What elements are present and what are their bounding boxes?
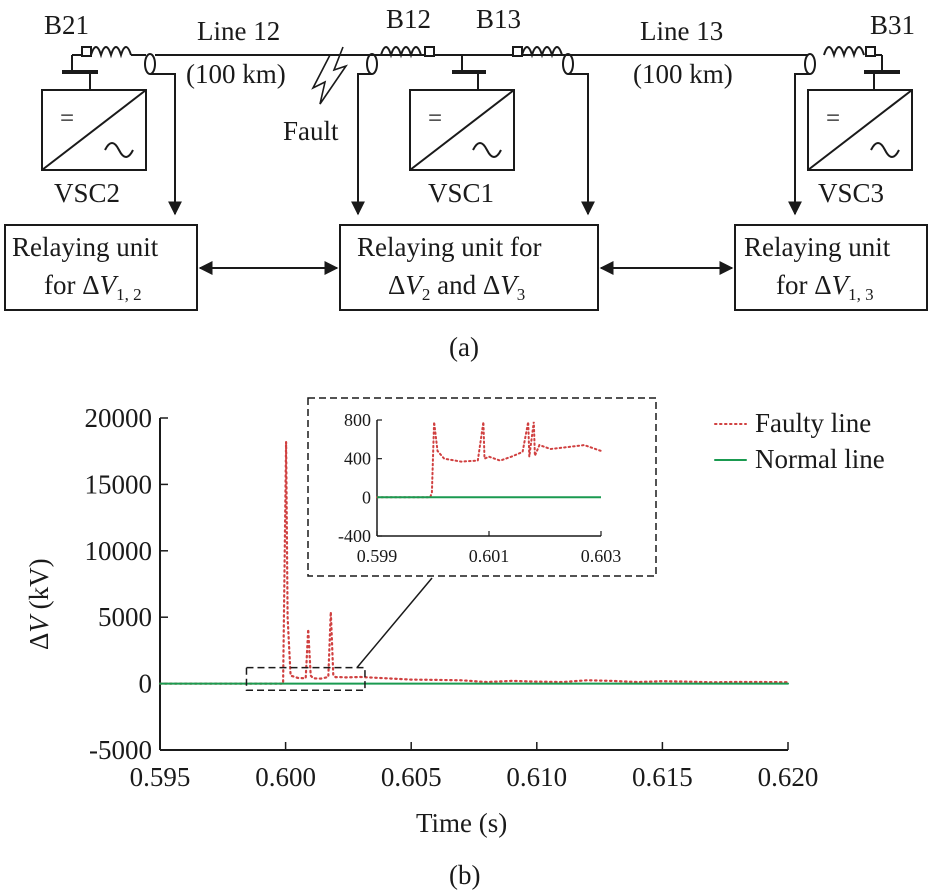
bus-b21 bbox=[62, 46, 182, 216]
inset-x-tick-label: 0.601 bbox=[469, 546, 510, 566]
y-tick-label: 20000 bbox=[85, 403, 153, 433]
relay-box-middle bbox=[339, 224, 599, 311]
bus-b31 bbox=[788, 46, 900, 216]
inset-series-faulty-line bbox=[376, 421, 602, 499]
vsc2-converter bbox=[41, 89, 147, 171]
label-b12: B12 bbox=[386, 4, 431, 34]
y-tick-label: 0 bbox=[139, 669, 153, 699]
x-tick-label: 0.595 bbox=[130, 762, 191, 792]
chart: 0.595 0.600 0.605 0.610 0.615 0.620 -5000 0 5000… bbox=[24, 397, 885, 890]
x-tick-label: 0.620 bbox=[758, 762, 819, 792]
x-axis-label: Time (s) bbox=[416, 808, 507, 838]
y-tick-label: 5000 bbox=[98, 602, 152, 632]
x-tick-label: 0.600 bbox=[255, 762, 316, 792]
label-vsc3: VSC3 bbox=[818, 178, 884, 208]
vsc1-dc-symbol: = bbox=[428, 105, 442, 132]
zoom-callout bbox=[245, 577, 433, 691]
inset-x-tick-label: 0.603 bbox=[581, 546, 622, 566]
y-axis-label: ΔV (kV) bbox=[24, 558, 54, 650]
inset-chart: -400 0 400 800 0.599 0.601 0.603 bbox=[307, 397, 657, 577]
main-ticks: 0.595 0.600 0.605 0.610 0.615 0.620 -5000 0 5000… bbox=[85, 403, 819, 792]
zoom-region-box bbox=[245, 666, 366, 691]
x-tick-label: 0.610 bbox=[506, 762, 567, 792]
zoom-connector-line bbox=[356, 577, 433, 669]
fault-icon bbox=[311, 46, 349, 105]
main-series bbox=[158, 441, 790, 685]
label-fault: Fault bbox=[283, 116, 339, 146]
label-line13-length: (100 km) bbox=[633, 59, 733, 89]
inset-y-tick-label: -400 bbox=[338, 526, 371, 546]
relay-middle-line2: ΔV2 and ΔV3 bbox=[388, 270, 525, 304]
inset-x-tick-label: 0.599 bbox=[357, 546, 398, 566]
relay-left-line2: for ΔV1, 2 bbox=[44, 270, 142, 304]
vsc2-dc-symbol: = bbox=[60, 105, 74, 132]
inset-y-tick-label: 400 bbox=[344, 449, 371, 469]
label-line12: Line 12 bbox=[197, 16, 280, 46]
legend-label: Faulty line bbox=[755, 408, 871, 438]
label-vsc2: VSC2 bbox=[54, 178, 120, 208]
bus-b12-b13 bbox=[351, 46, 595, 216]
label-line12-length: (100 km) bbox=[186, 59, 286, 89]
relay-box-right bbox=[734, 224, 928, 311]
y-tick-label: 15000 bbox=[85, 469, 153, 499]
caption-b: (b) bbox=[449, 860, 480, 890]
inset-y-tick-label: 0 bbox=[362, 487, 371, 507]
series-faulty-line bbox=[158, 441, 790, 685]
relay-right-line1: Relaying unit bbox=[744, 232, 891, 262]
y-tick-label: 10000 bbox=[85, 536, 153, 566]
label-line13: Line 13 bbox=[640, 16, 723, 46]
vsc3-converter bbox=[807, 89, 913, 171]
diagram-labels: B21 Line 12 (100 km) B12 B13 Line 13 (10… bbox=[12, 4, 915, 362]
relay-middle-line1: Relaying unit for bbox=[357, 232, 541, 262]
legend-label: Normal line bbox=[755, 444, 885, 474]
relay-right-line2: for ΔV1, 3 bbox=[776, 270, 874, 304]
label-b31: B31 bbox=[870, 10, 915, 40]
label-b21: B21 bbox=[44, 10, 89, 40]
label-b13: B13 bbox=[476, 4, 521, 34]
x-tick-label: 0.605 bbox=[381, 762, 442, 792]
label-vsc1: VSC1 bbox=[428, 178, 494, 208]
y-tick-label: -5000 bbox=[89, 735, 152, 765]
relay-box-left bbox=[4, 224, 198, 311]
caption-a: (a) bbox=[449, 332, 479, 362]
inset-y-tick-label: 800 bbox=[344, 410, 371, 430]
network-diagram bbox=[4, 46, 928, 311]
x-tick-label: 0.615 bbox=[632, 762, 693, 792]
main-axes bbox=[159, 418, 788, 751]
relay-left-line1: Relaying unit bbox=[12, 232, 159, 262]
vsc3-dc-symbol: = bbox=[826, 105, 840, 132]
vsc1-converter bbox=[409, 89, 515, 171]
